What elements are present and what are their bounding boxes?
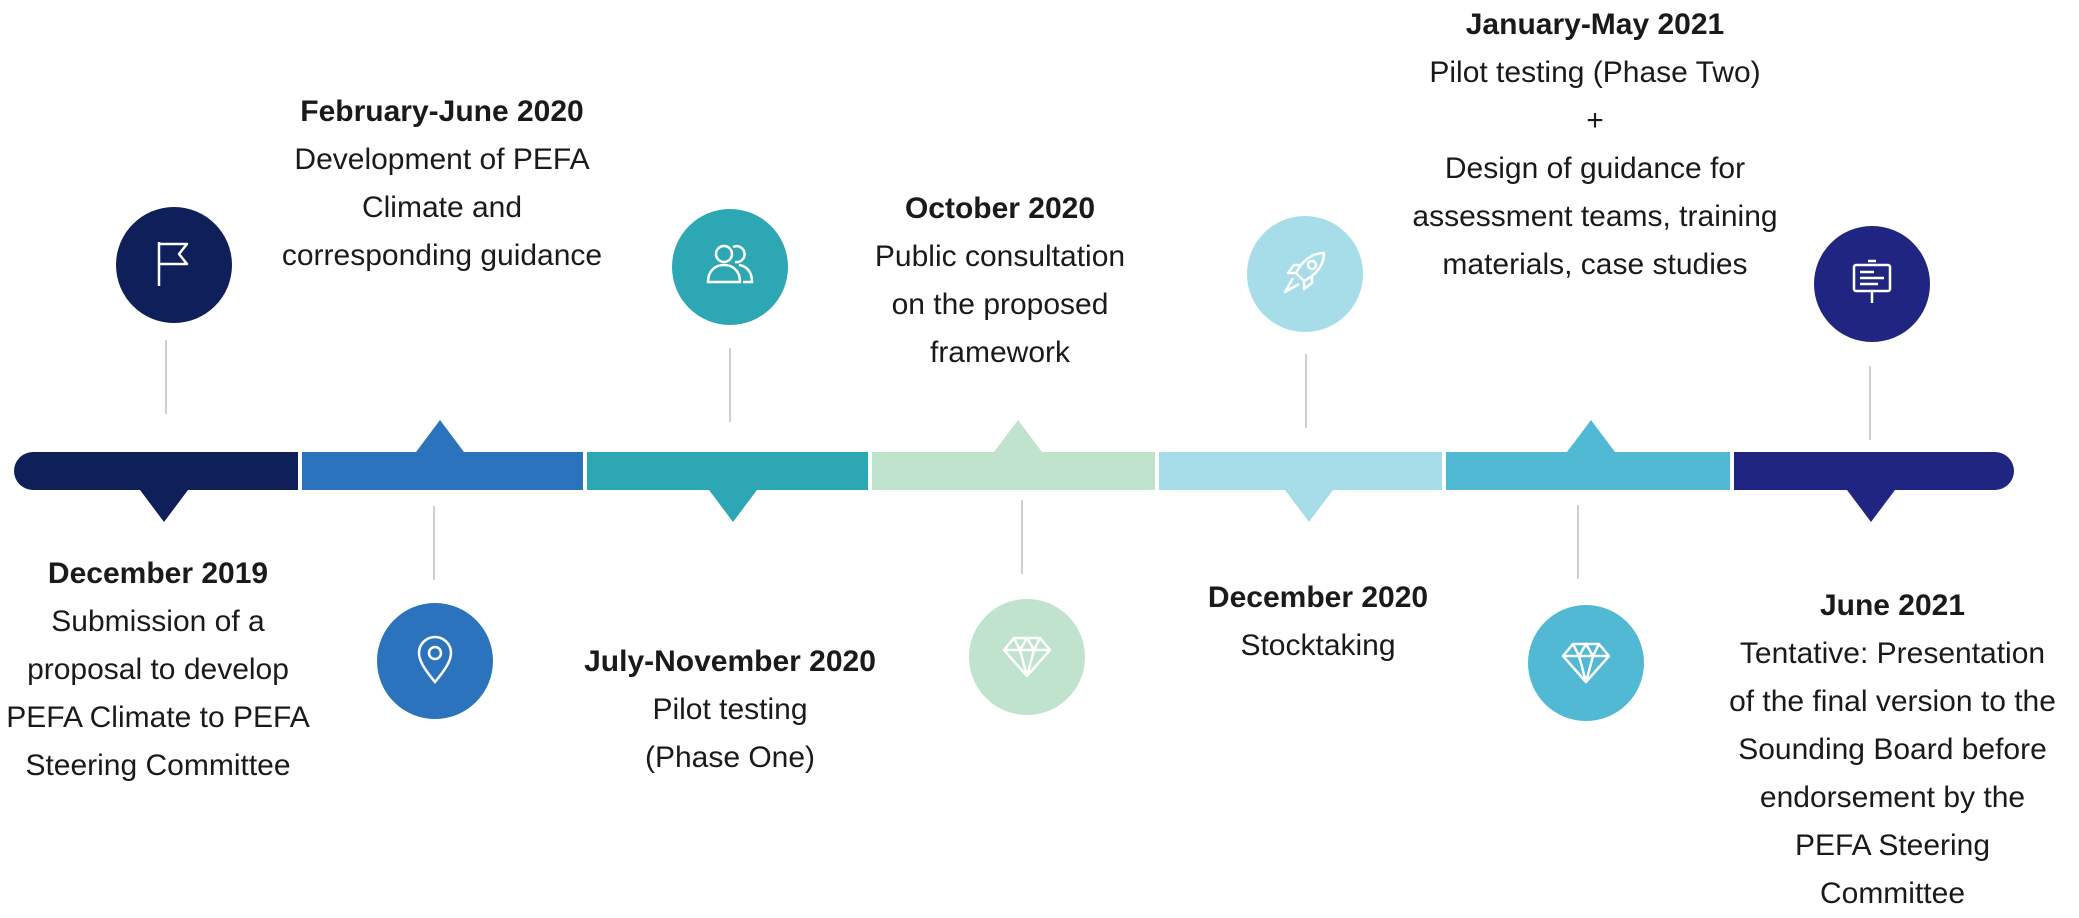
milestone-2-desc-line: Climate and <box>361 191 523 224</box>
diamond-icon <box>1557 632 1615 695</box>
milestone-6-text: January-May 2021 Pilot testing (Phase Tw… <box>1380 1 1810 289</box>
milestone-5-text: December 2020 Stocktaking <box>1158 574 1478 670</box>
flag-icon <box>145 234 203 297</box>
milestone-7-badge <box>1814 226 1930 342</box>
connector-line-1 <box>165 340 167 414</box>
milestone-4-desc-line: Public consultation <box>874 240 1126 273</box>
timeline-pointer-3 <box>709 490 757 522</box>
milestone-6-desc-line: Pilot testing (Phase Two) <box>1429 56 1761 89</box>
milestone-7-desc-line: Committee <box>1819 877 1966 910</box>
timeline-pointer-1 <box>140 490 188 522</box>
timeline-segment-1 <box>14 452 298 490</box>
milestone-2-desc-line: Development of PEFA <box>294 143 590 176</box>
milestone-1-desc-line: proposal to develop <box>27 653 289 686</box>
milestone-7-desc-line: Tentative: Presentation <box>1739 637 2046 670</box>
milestone-1-desc-line: Submission of a <box>51 605 265 638</box>
milestone-1-desc-line: Steering Committee <box>25 749 291 782</box>
milestone-1-date: December 2019 <box>47 557 269 590</box>
timeline-pointer-6 <box>1567 420 1615 452</box>
milestone-2-badge <box>377 603 493 719</box>
milestone-2-desc-line: corresponding guidance <box>281 239 603 272</box>
milestone-3-desc-line: (Phase One) <box>644 741 816 774</box>
milestone-1-desc-line: PEFA Climate to PEFA <box>6 701 310 734</box>
milestone-6-date: January-May 2021 <box>1465 8 1725 41</box>
milestone-6-desc-line: + <box>1586 104 1604 137</box>
milestone-3-badge <box>672 209 788 325</box>
timeline-segment-5 <box>1159 452 1442 490</box>
milestone-4-text: October 2020 Public consultation on the … <box>840 185 1160 377</box>
connector-line-3 <box>729 348 731 422</box>
milestone-1-badge <box>116 207 232 323</box>
milestone-7-desc-line: PEFA Steering <box>1794 829 1991 862</box>
milestone-4-desc-line: framework <box>929 336 1071 369</box>
milestone-6-desc-line: assessment teams, training <box>1412 200 1778 233</box>
milestone-7-desc-line: Sounding Board before <box>1738 733 2047 766</box>
people-icon <box>701 236 759 299</box>
milestone-4-badge <box>969 599 1085 715</box>
milestone-6-badge <box>1528 605 1644 721</box>
milestone-6-desc-line: materials, case studies <box>1442 248 1748 281</box>
milestone-7-date: June 2021 <box>1819 589 1966 622</box>
milestone-7-text: June 2021 Tentative: Presentation of the… <box>1706 582 2079 918</box>
milestone-1-text: December 2019 Submission of a proposal t… <box>0 550 316 790</box>
diamond-icon <box>998 626 1056 689</box>
signboard-icon <box>1843 253 1901 316</box>
milestone-5-desc-line: Stocktaking <box>1240 629 1396 662</box>
milestone-5-badge <box>1247 216 1363 332</box>
rocket-icon <box>1276 243 1334 306</box>
milestone-6-desc-line: Design of guidance for <box>1444 152 1746 185</box>
connector-line-7 <box>1869 366 1871 440</box>
milestone-3-date: July-November 2020 <box>584 645 876 678</box>
connector-line-5 <box>1305 354 1307 428</box>
timeline-segment-6 <box>1446 452 1730 490</box>
milestone-7-desc-line: of the final version to the <box>1729 685 2056 718</box>
timeline-pointer-4 <box>994 420 1042 452</box>
milestone-3-text: July-November 2020 Pilot testing (Phase … <box>560 638 900 782</box>
milestone-5-date: December 2020 <box>1207 581 1429 614</box>
location-pin-icon <box>406 630 464 693</box>
milestone-7-desc-line: endorsement by the <box>1759 781 2026 814</box>
timeline-segment-7 <box>1734 452 2014 490</box>
connector-line-2 <box>433 506 435 580</box>
milestone-2-date: February-June 2020 <box>300 95 584 128</box>
connector-line-6 <box>1577 505 1579 579</box>
connector-line-4 <box>1021 500 1023 574</box>
timeline-pointer-7 <box>1847 490 1895 522</box>
milestone-4-date: October 2020 <box>904 192 1096 225</box>
milestone-4-desc-line: on the proposed <box>891 288 1109 321</box>
timeline-segment-2 <box>302 452 583 490</box>
timeline-pointer-5 <box>1285 490 1333 522</box>
milestone-3-desc-line: Pilot testing <box>652 693 808 726</box>
timeline-pointer-2 <box>416 420 464 452</box>
timeline-segment-4 <box>872 452 1155 490</box>
timeline-segment-3 <box>587 452 868 490</box>
milestone-2-text: February-June 2020 Development of PEFA C… <box>262 88 622 280</box>
